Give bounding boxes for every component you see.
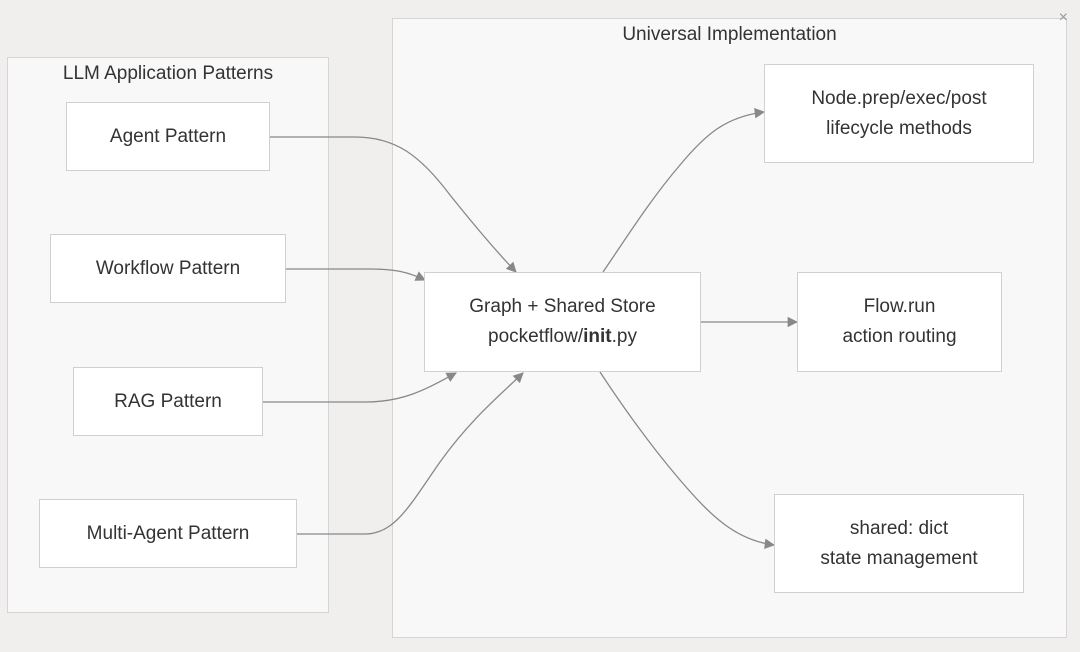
filename-suffix: .py xyxy=(611,326,637,347)
node-label-line1: Node.prep/exec/post xyxy=(811,87,987,109)
node-label-line2: state management xyxy=(820,547,978,569)
node-label: Agent Pattern xyxy=(109,125,227,147)
node-label-line2: action routing xyxy=(842,326,957,347)
node-label-line2: pocketflow/init.py xyxy=(488,322,637,352)
node-workflow-pattern: Workflow Pattern xyxy=(50,234,286,303)
node-graph-shared-store: Graph + Shared Store pocketflow/init.py xyxy=(424,272,701,372)
cluster-title: Universal Implementation xyxy=(622,24,837,45)
node-label: Workflow Pattern xyxy=(95,257,241,279)
node-lifecycle-methods: Node.prep/exec/post lifecycle methods xyxy=(764,64,1034,163)
node-label: Multi-Agent Pattern xyxy=(86,522,250,544)
node-flow-run: Flow.run action routing xyxy=(797,272,1002,372)
node-label-line2: lifecycle methods xyxy=(826,117,972,139)
node-agent-pattern: Agent Pattern xyxy=(66,102,270,171)
filename-prefix: pocketflow/ xyxy=(488,326,584,347)
node-label: RAG Pattern xyxy=(114,390,222,412)
node-label-line1: shared: dict xyxy=(849,517,949,539)
node-shared-dict: shared: dict state management xyxy=(774,494,1024,593)
node-label-line1: Graph + Shared Store xyxy=(469,296,656,317)
filename-bold: init xyxy=(583,326,612,347)
node-rag-pattern: RAG Pattern xyxy=(73,367,263,436)
close-icon[interactable]: × xyxy=(1058,9,1068,26)
node-label-line1: Flow.run xyxy=(863,296,936,317)
cluster-title: LLM Application Patterns xyxy=(62,63,274,84)
node-multi-agent-pattern: Multi-Agent Pattern xyxy=(39,499,297,568)
